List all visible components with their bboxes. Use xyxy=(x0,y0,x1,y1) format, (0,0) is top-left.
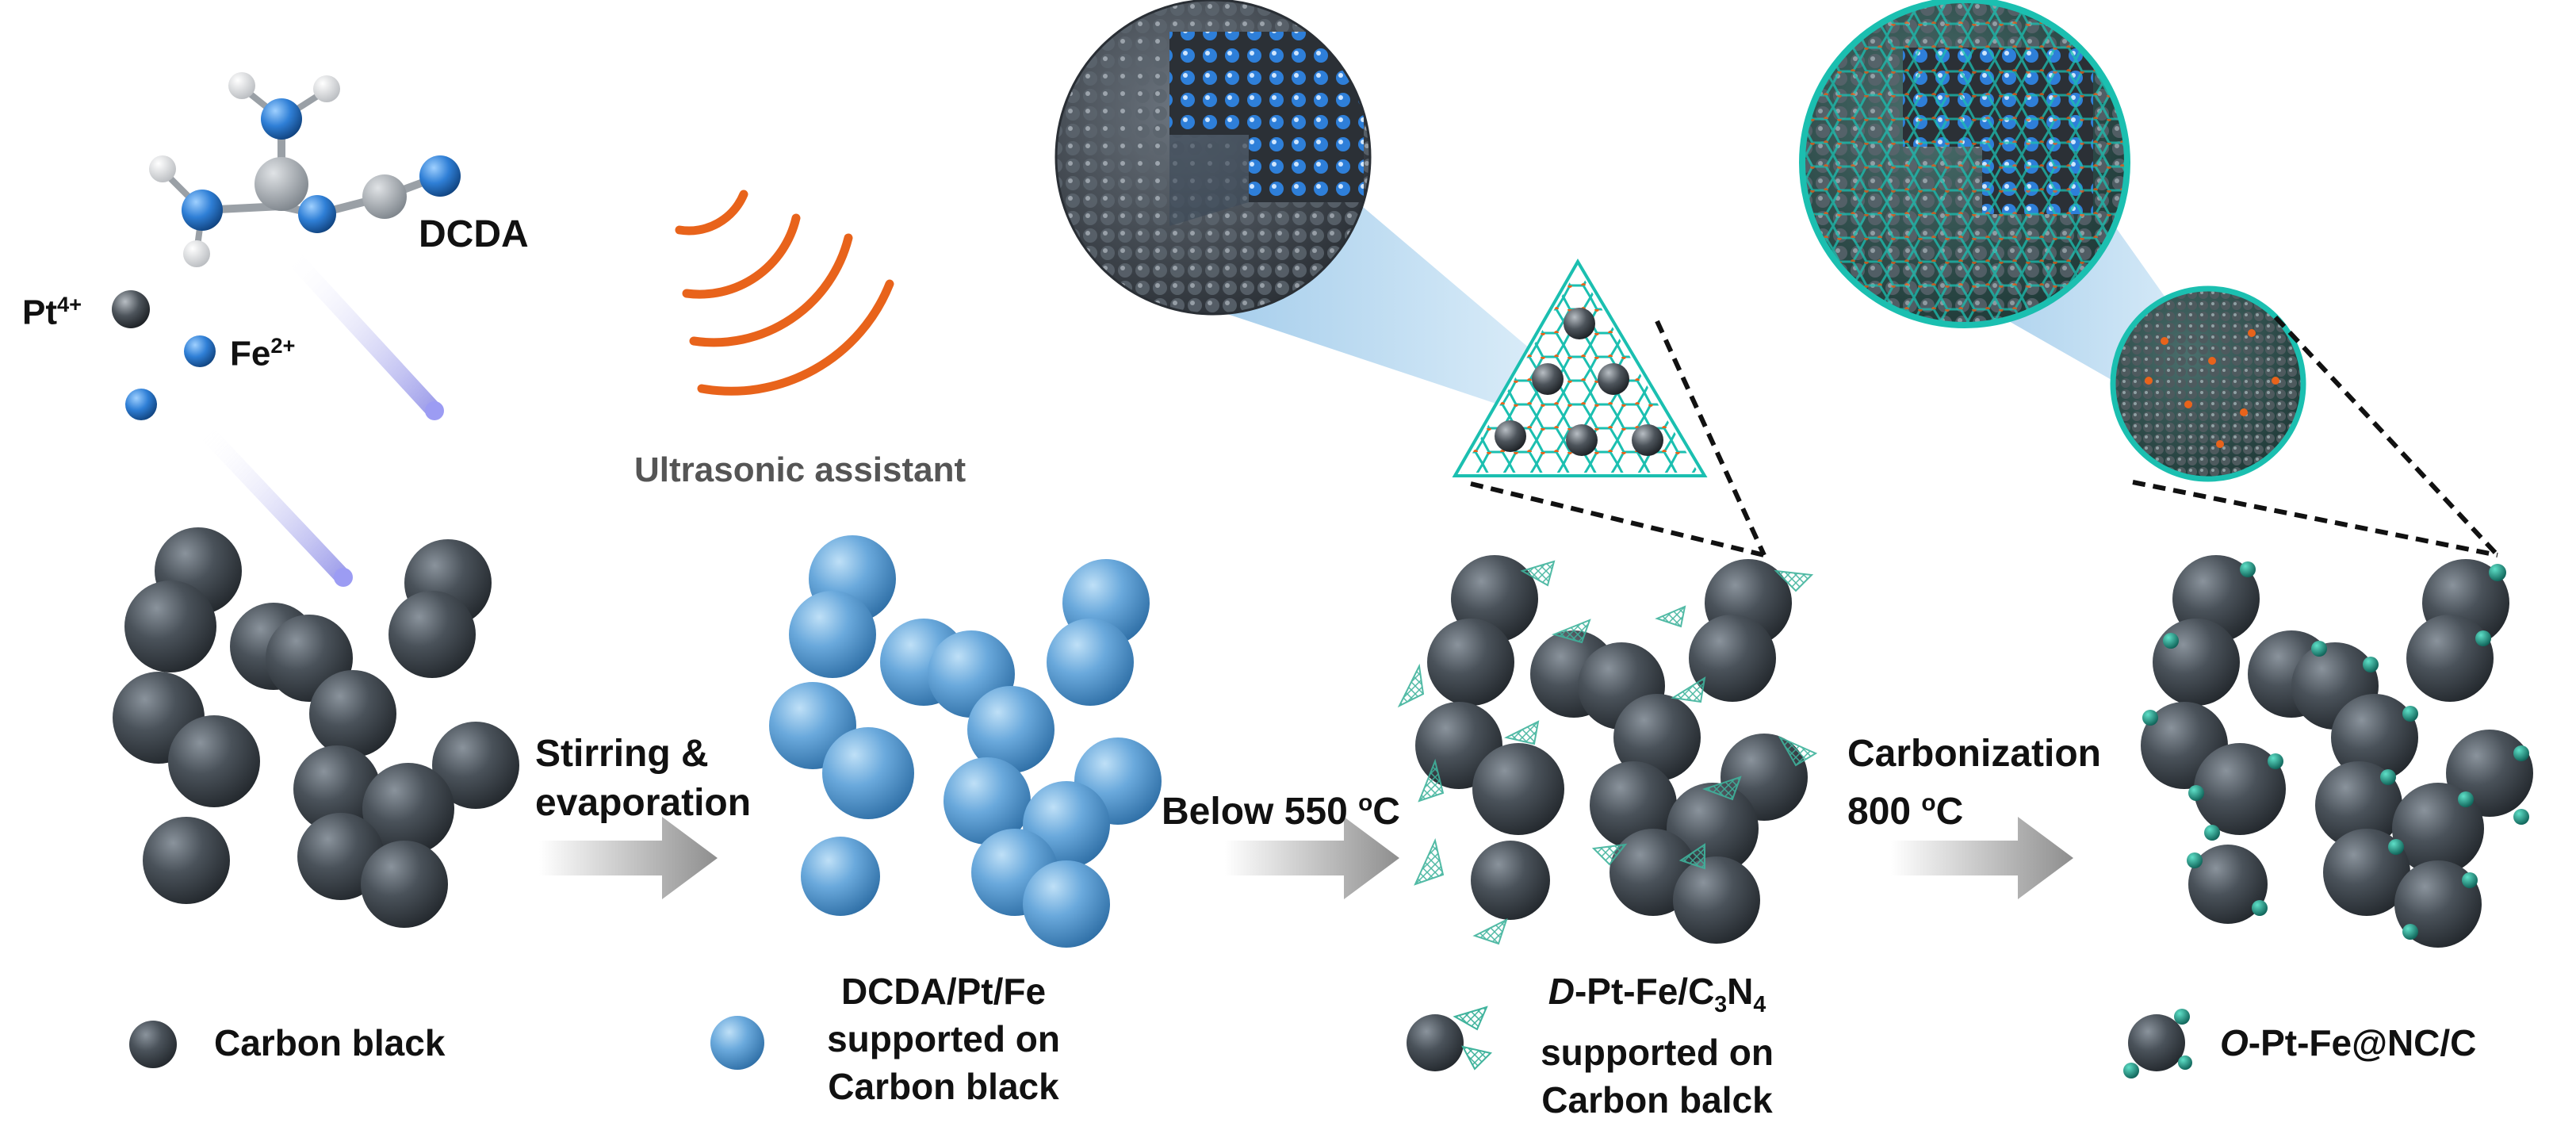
step2-unit: C xyxy=(1372,791,1400,833)
o-prefix: O xyxy=(2220,1022,2249,1063)
step2-degree: o xyxy=(1358,790,1373,816)
ultrasonic-waves-icon xyxy=(675,190,894,396)
carbon-black-cluster xyxy=(113,527,519,928)
dcda-legend-line-3: Carbon black xyxy=(828,1066,1059,1107)
fe-charge: 2+ xyxy=(270,333,296,358)
dcda-legend-icon xyxy=(710,1016,764,1070)
step3-degree: o xyxy=(1921,790,1936,816)
dcda-label: DCDA xyxy=(419,213,529,255)
pt-ion-label: Pt4+ xyxy=(22,292,82,333)
dcda-legend-line-2: supported on xyxy=(827,1018,1060,1059)
arrow-1 xyxy=(539,817,718,899)
pt-charge: 4+ xyxy=(57,292,82,316)
step1-line-1: Stirring & xyxy=(535,733,709,775)
carbon-black-legend-icon xyxy=(129,1021,177,1068)
n4-sub: 4 xyxy=(1753,992,1766,1018)
o-pt-fe-rest: -Pt-Fe@NC/C xyxy=(2248,1022,2477,1063)
zoom-inset-d-pt-fe xyxy=(1055,0,1766,557)
carbon-black-legend-label: Carbon black xyxy=(214,1022,446,1063)
fe-ion-sphere-2 xyxy=(125,389,157,420)
fe-ion-sphere xyxy=(184,335,216,367)
dcda-legend-line-1: DCDA/Pt/Fe xyxy=(840,971,1047,1012)
dcda-pt-fe-cluster xyxy=(769,535,1162,948)
d-pt-fe-c3n4-cluster xyxy=(1397,555,1818,945)
pt-symbol: Pt xyxy=(22,293,57,332)
o-pt-fe-legend-label: O-Pt-Fe@NC/C xyxy=(2220,1019,2476,1067)
arrow-2 xyxy=(1225,817,1399,899)
d-pt-fe-legend-line-3: Carbon balck xyxy=(1541,1079,1773,1121)
d-pt-fe-legend-icon xyxy=(1407,1006,1492,1071)
step3-label: Carbonization 800 oC xyxy=(1847,730,2101,837)
d-prefix: D xyxy=(1548,971,1575,1012)
c3-sub: 3 xyxy=(1714,992,1728,1018)
arrow-3 xyxy=(1891,817,2073,899)
o-pt-fe-legend-icon xyxy=(2123,1009,2192,1078)
pt-ion-sphere xyxy=(112,290,150,328)
step3-unit: C xyxy=(1935,791,1964,833)
step3-main: 800 xyxy=(1847,791,1922,833)
step2-label: Below 550 oC xyxy=(1162,779,1400,837)
fe-symbol: Fe xyxy=(230,334,271,374)
d-pt-fe-mid: -Pt-Fe/C xyxy=(1574,971,1715,1012)
dcda-legend-label: DCDA/Pt/Fe supported on Carbon black xyxy=(793,967,1094,1110)
falling-streaks xyxy=(202,254,444,587)
d-pt-fe-legend-label: D-Pt-Fe/C3N4 supported on Carbon balck xyxy=(1491,967,1824,1124)
fe-ion-label: Fe2+ xyxy=(230,333,295,374)
legend-icons xyxy=(129,1006,2192,1078)
zoom-inset-o-pt-fe xyxy=(1799,0,2500,557)
step1-label: Stirring & evaporation xyxy=(535,730,751,828)
n-symbol: N xyxy=(1727,971,1754,1012)
ion-spheres xyxy=(112,290,216,420)
process-arrows xyxy=(539,817,2073,899)
dcda-molecule xyxy=(149,72,461,267)
step2-main: Below 550 xyxy=(1162,791,1359,833)
step1-line-2: evaporation xyxy=(535,782,752,824)
o-pt-fe-nc-c-cluster xyxy=(2141,555,2533,948)
d-pt-fe-legend-line-1: D-Pt-Fe/C3N4 xyxy=(1491,967,1824,1029)
d-pt-fe-legend-line-2: supported on xyxy=(1541,1032,1774,1074)
ultrasonic-label: Ultrasonic assistant xyxy=(634,450,966,489)
step3-line-1: Carbonization xyxy=(1847,733,2101,775)
step3-line-2: 800 oC xyxy=(1847,779,2101,837)
